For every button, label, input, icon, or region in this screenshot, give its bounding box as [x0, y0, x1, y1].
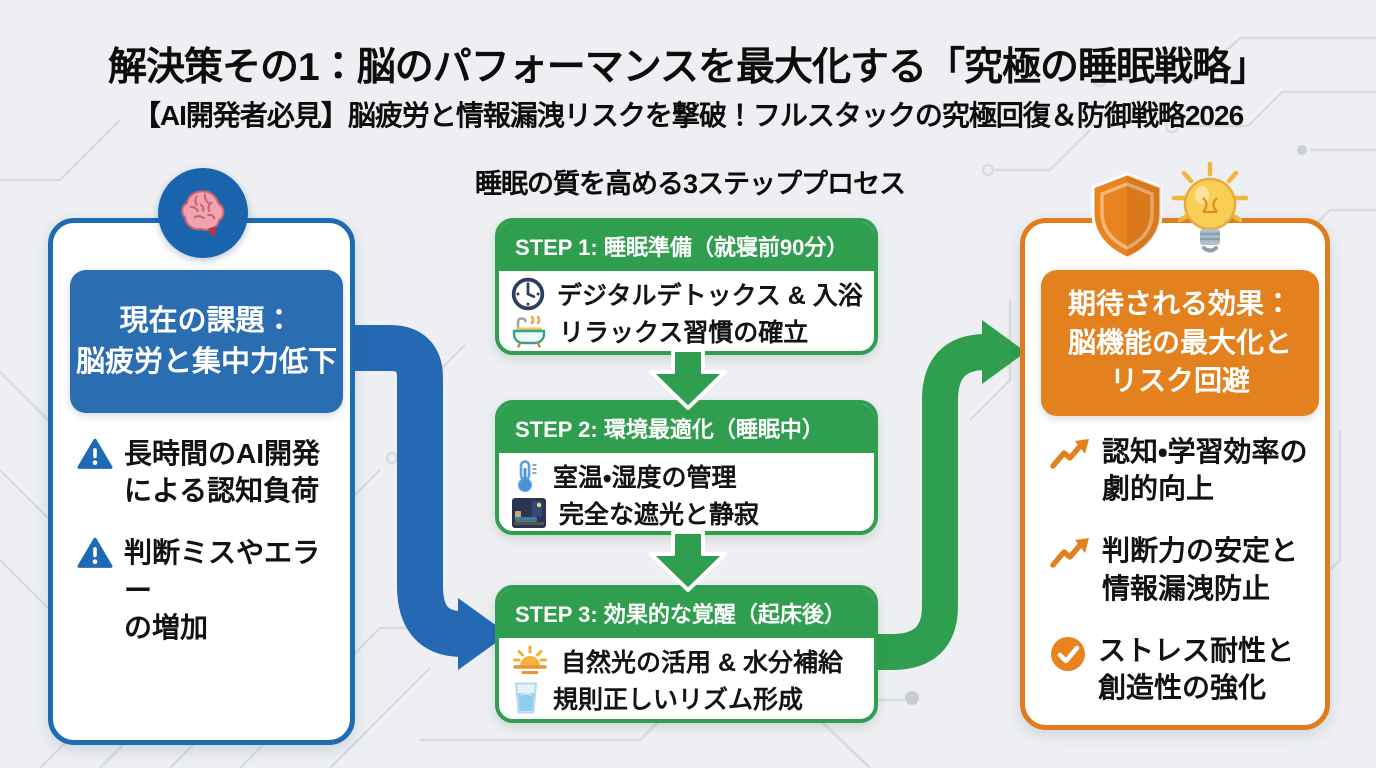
- page-subtitle: 【AI開発者必見】脳疲労と情報漏洩リスクを撃破！フルスタックの究極回復＆防御戦略…: [132, 100, 1244, 131]
- brain-icon: [158, 168, 248, 258]
- effect-item: ストレス耐性と 創造性の強化: [1049, 632, 1311, 706]
- step-card-3: STEP 3: 効果的な覚醒（起床後） 自然光の活用 & 水分補給 規則正しいリ…: [495, 585, 878, 723]
- warning-icon: [77, 438, 113, 475]
- sunrise-icon: [511, 645, 549, 677]
- thermometer-icon: [511, 459, 541, 493]
- effect-text: 判断力の安定と 情報漏洩防止: [1102, 535, 1299, 604]
- problem-text: 判断ミスやエラー の増加: [124, 537, 321, 643]
- step-item: 規則正しいリズム形成: [511, 680, 862, 716]
- step-item-text: 室温・湿度の管理: [553, 464, 737, 492]
- step-item: 完全な遮光と静寂: [511, 495, 862, 531]
- step-3-header: STEP 3: 効果的な覚醒（起床後）: [499, 589, 874, 638]
- step-item: 自然光の活用 & 水分補給: [511, 643, 862, 679]
- clock-icon: [511, 277, 545, 311]
- step-item-text: 完全な遮光と静寂: [559, 501, 760, 529]
- current-problems-panel: 現在の課題： 脳疲労と集中力低下 長時間のAI開発 による認知負荷 判断ミスやエ…: [48, 218, 355, 745]
- problem-text: 長時間のAI開発 による認知負荷: [124, 438, 321, 507]
- step-1-header: STEP 1: 睡眠準備（就寝前90分）: [499, 222, 874, 271]
- step-2-header: STEP 2: 環境最適化（睡眠中）: [499, 404, 874, 453]
- lightbulb-icon: [1166, 160, 1254, 269]
- expected-effects-panel: 期待される効果： 脳機能の最大化と リスク回避 認知・学習効率の 劇的向上 判断…: [1020, 218, 1330, 730]
- current-problems-heading: 現在の課題： 脳疲労と集中力低下: [70, 270, 343, 413]
- problem-item: 長時間のAI開発 による認知負荷: [77, 435, 336, 509]
- check-circle-icon: [1049, 635, 1087, 678]
- warning-icon: [77, 537, 113, 574]
- process-heading: 睡眠の質を高める3ステッププロセス: [474, 169, 906, 199]
- effect-text: ストレス耐性と 創造性の強化: [1098, 634, 1295, 704]
- step-item: リラックス習慣の確立: [511, 313, 862, 349]
- step-item-text: デジタルデトックス & 入浴: [557, 282, 863, 310]
- step-item: デジタルデトックス & 入浴: [511, 276, 863, 312]
- step-item: 室温・湿度の管理: [511, 458, 862, 494]
- effect-item: 認知・学習効率の 劇的向上: [1049, 433, 1311, 507]
- bathtub-icon: [511, 314, 547, 348]
- problem-item: 判断ミスやエラー の増加: [77, 534, 336, 646]
- trend-up-icon: [1049, 535, 1091, 576]
- trend-up-icon: [1049, 436, 1091, 477]
- page-title: 解決策その1：脳のパフォーマンスを最大化する「究極の睡眠戦略」: [108, 46, 1269, 89]
- effect-text: 認知・学習効率の 劇的向上: [1102, 436, 1308, 505]
- shield-icon: [1085, 170, 1169, 267]
- dark-room-icon: [511, 497, 547, 529]
- problem-list: 長時間のAI開発 による認知負荷 判断ミスやエラー の増加: [77, 435, 336, 671]
- step-item-text: リラックス習慣の確立: [559, 319, 809, 347]
- step-card-2: STEP 2: 環境最適化（睡眠中） 室温・湿度の管理 完全な遮光と静寂: [495, 400, 878, 535]
- effect-list: 認知・学習効率の 劇的向上 判断力の安定と 情報漏洩防止 ストレス耐性と 創造性…: [1049, 433, 1311, 731]
- step-item-text: 規則正しいリズム形成: [553, 686, 804, 714]
- step-item-text: 自然光の活用 & 水分補給: [561, 649, 843, 677]
- step-card-1: STEP 1: 睡眠準備（就寝前90分） デジタルデトックス & 入浴 リラック…: [495, 218, 878, 355]
- water-glass-icon: [511, 681, 541, 715]
- effect-item: 判断力の安定と 情報漏洩防止: [1049, 532, 1311, 606]
- expected-effects-heading: 期待される効果： 脳機能の最大化と リスク回避: [1041, 270, 1319, 416]
